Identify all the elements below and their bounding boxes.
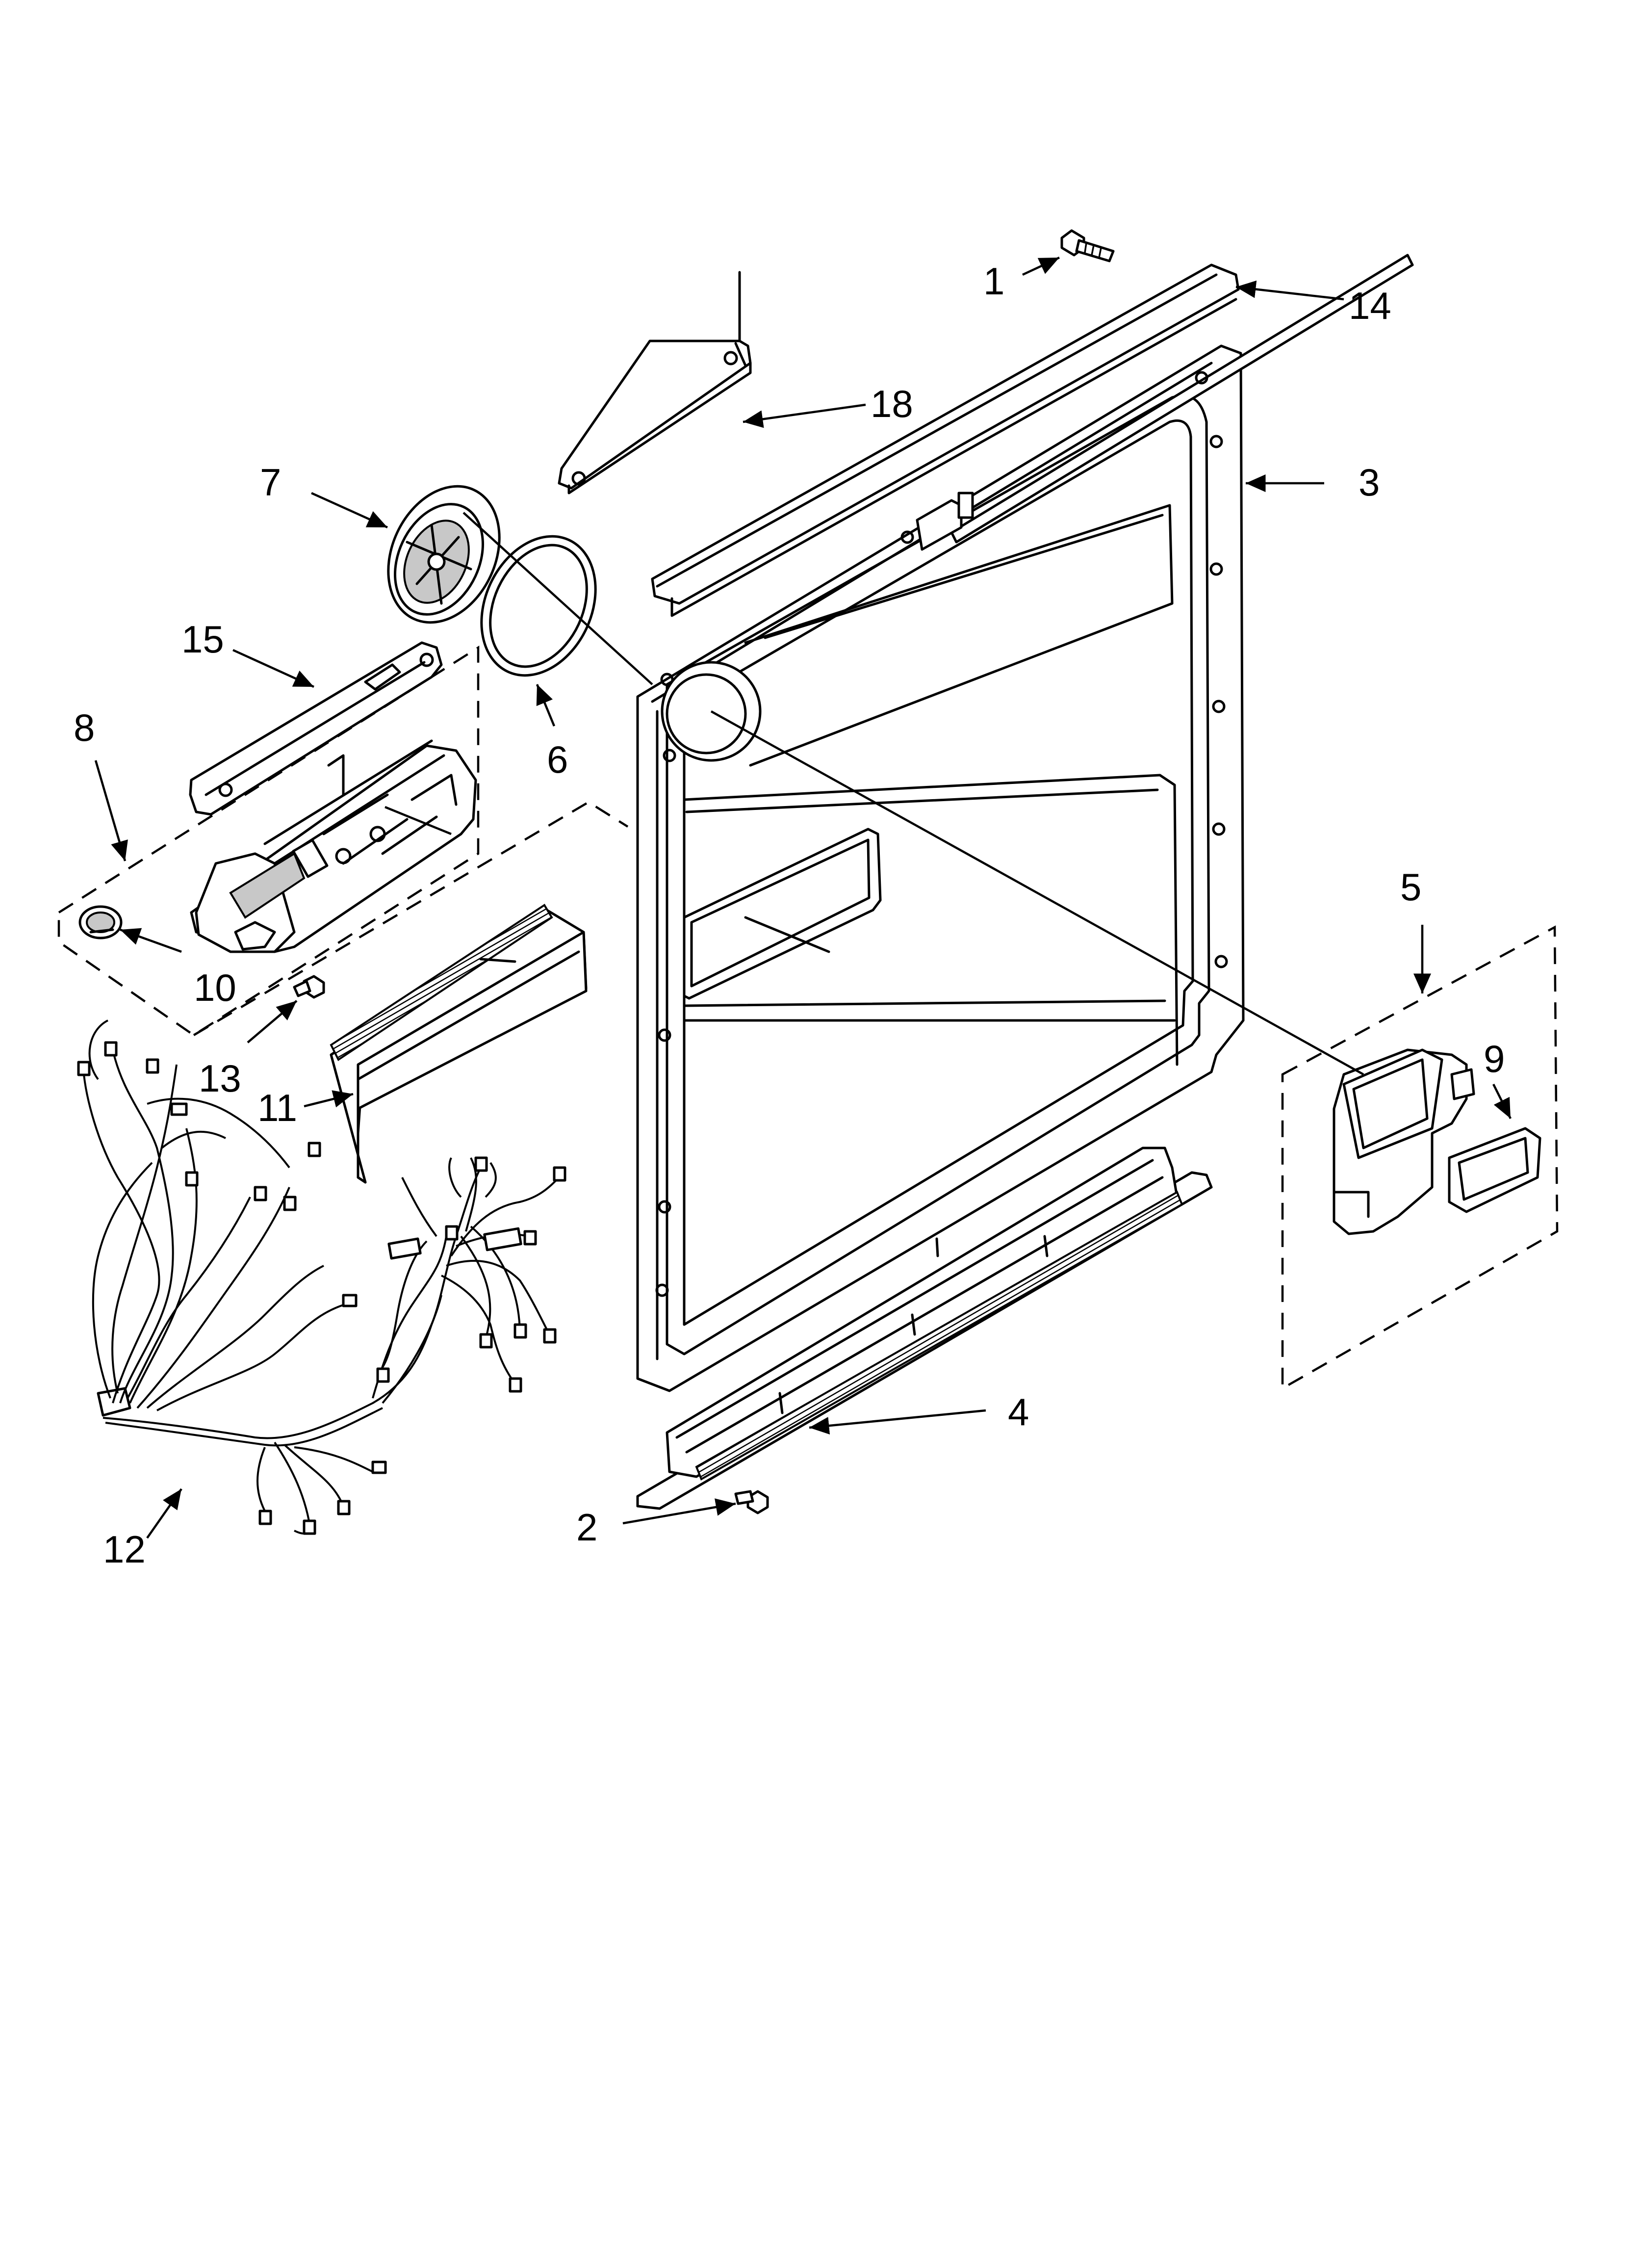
callout-15: 15 bbox=[181, 618, 224, 661]
callout-9: 9 bbox=[1484, 1037, 1505, 1080]
insulation-pad bbox=[330, 904, 588, 1184]
callout-4: 4 bbox=[1008, 1390, 1029, 1434]
screw-13 bbox=[293, 975, 325, 999]
leader-dispenser-inner bbox=[385, 806, 452, 835]
callout-8: 8 bbox=[74, 706, 95, 749]
inner-door-panel bbox=[636, 254, 1414, 1392]
vent-gasket bbox=[1448, 1127, 1541, 1213]
callout-10: 10 bbox=[194, 966, 236, 1009]
callout-12: 12 bbox=[103, 1528, 146, 1571]
vent-assembly bbox=[1333, 1048, 1475, 1235]
screw-1 bbox=[1060, 229, 1115, 262]
callout-2: 2 bbox=[576, 1506, 597, 1549]
callout-1: 1 bbox=[983, 260, 1004, 303]
gasket-ring bbox=[480, 535, 597, 677]
callout-6: 6 bbox=[547, 738, 568, 781]
group-box-8 bbox=[57, 645, 480, 1037]
callout-5: 5 bbox=[1400, 865, 1421, 909]
leader-panel-to-vent bbox=[710, 710, 1364, 1075]
callout-11: 11 bbox=[257, 1086, 297, 1129]
dispenser-assembly bbox=[190, 739, 477, 953]
rinse-aid-cap bbox=[78, 905, 123, 939]
bottom-trim bbox=[636, 1147, 1213, 1510]
wire-harness bbox=[77, 1019, 566, 1535]
callout-3: 3 bbox=[1359, 461, 1380, 504]
callout-arrows bbox=[94, 256, 1512, 1539]
group-box-5 bbox=[1281, 925, 1559, 1390]
callout-18: 18 bbox=[871, 382, 913, 425]
callout-13: 13 bbox=[199, 1057, 241, 1100]
leader-cap-to-panel bbox=[462, 512, 653, 685]
callout-14: 14 bbox=[1349, 284, 1391, 327]
group-box-11 bbox=[193, 801, 629, 1036]
callout-7: 7 bbox=[260, 461, 281, 504]
bracket-18 bbox=[558, 271, 752, 495]
callout-labels: 1 2 3 4 5 6 7 8 9 10 11 12 13 14 15 18 bbox=[74, 260, 1505, 1571]
screw-2 bbox=[734, 1490, 769, 1514]
